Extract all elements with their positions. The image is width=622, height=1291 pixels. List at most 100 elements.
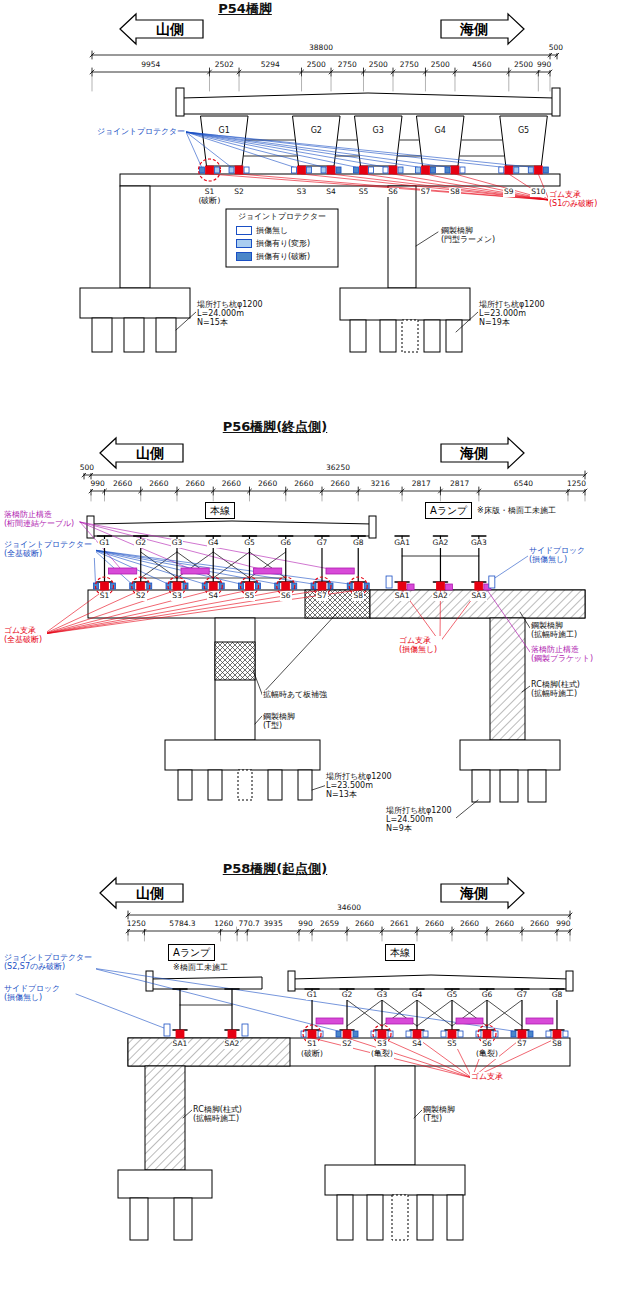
girder-label: G4 [207, 539, 220, 548]
dimension-tick [423, 70, 427, 74]
arrow-shape [100, 878, 183, 908]
extension-line [104, 495, 105, 501]
extension-line [321, 495, 322, 501]
joint-protector [307, 167, 312, 173]
dimension-tick [548, 70, 552, 74]
dimension-value: 500 [79, 464, 95, 473]
joint-protector [441, 1031, 446, 1037]
footing [325, 1165, 465, 1195]
extension-line [239, 76, 240, 91]
girder-flange [395, 535, 409, 537]
extension-line [585, 495, 586, 501]
extension-line [249, 495, 250, 501]
callout-text: ゴム支承 (全基破断) [3, 626, 47, 644]
girder-label: G3 [171, 539, 184, 548]
joint-protector [458, 1031, 463, 1037]
dimension-value: 1260 [213, 920, 234, 929]
pile-note: 場所打ち杭φ1200 L=24.000m N=15本 [196, 300, 267, 328]
leader-line [347, 1038, 472, 1078]
steel-bracket [445, 584, 452, 590]
extension-line [382, 935, 383, 941]
pile [392, 1195, 408, 1240]
dimension-value: 2660 [354, 920, 375, 929]
rubber-bearing [100, 582, 108, 590]
rubber-bearing [378, 1030, 386, 1038]
girder-label: G5 [243, 539, 256, 548]
dimension-tick [520, 929, 524, 933]
parapet [566, 971, 573, 991]
dimension-value: 2660 [148, 480, 169, 489]
dimension-tick [477, 489, 481, 493]
joint-protector [368, 167, 373, 173]
dimension-value: 2500 [430, 61, 451, 70]
dimension-value: 1250 [126, 920, 147, 929]
dimension-value: 2660 [293, 480, 314, 489]
girder-flange [480, 988, 494, 990]
arrow-shape [441, 878, 524, 908]
dimension-tick [450, 929, 454, 933]
cable-restrainer [386, 1018, 413, 1024]
bearing-label: S4 [411, 1040, 423, 1049]
leader-line [331, 174, 549, 200]
rc-column [145, 1066, 185, 1170]
girder-flange [410, 988, 424, 990]
rubber-bearing [308, 1030, 316, 1038]
callout-text: ジョイントプロテクター (S2,S7のみ破断) [3, 953, 96, 971]
legend-box [226, 209, 338, 267]
extension-line [285, 495, 286, 501]
pile [424, 320, 440, 352]
cable-restrainer [108, 568, 136, 574]
leader-line [455, 174, 549, 200]
callout-text: サイドブロック (損傷無し) [3, 984, 64, 1002]
legend-text: 損傷有り(変形) [256, 239, 310, 248]
node-text: 本線 [390, 947, 410, 958]
damage-note: (亀裂) [370, 1050, 394, 1059]
girder-label: G7 [516, 991, 529, 1000]
girder-label: G1 [306, 991, 319, 1000]
leader-line [253, 670, 262, 694]
dimension-tick [300, 70, 304, 74]
footing [340, 288, 470, 320]
leader-line [509, 174, 549, 200]
dimension-line [128, 931, 570, 932]
dimension-tick [219, 929, 223, 933]
extension-line [538, 76, 539, 91]
extension-line [393, 76, 394, 91]
joint-protector [546, 1031, 551, 1037]
joint-protector [415, 167, 420, 173]
dimension-tick [235, 929, 239, 933]
dimension-tick [566, 489, 570, 493]
direction-arrow: 海側 [440, 438, 524, 468]
extension-line [570, 935, 571, 941]
dimension-value: 2500 [513, 61, 534, 70]
girder-label: G1 [98, 539, 111, 548]
dimension-value: 990 [536, 61, 552, 70]
dimension-tick [207, 70, 211, 74]
deck-label-box: Aランプ [168, 944, 215, 961]
girder-flange [134, 535, 148, 537]
pile [268, 770, 282, 800]
dimension-value: 34600 [336, 904, 362, 913]
leader-line [239, 174, 549, 200]
dimension-tick [297, 929, 301, 933]
leader-line [456, 800, 478, 818]
box-girder [500, 116, 548, 166]
girder-flange [242, 535, 256, 537]
cross-frame [382, 1000, 417, 1026]
arrow-shape [441, 438, 524, 468]
girder-label: GA2 [432, 539, 450, 548]
leader-line [76, 994, 164, 1028]
girder-label: G2 [134, 539, 147, 548]
leader-line [176, 312, 196, 330]
direction-arrow: 山側 [120, 14, 204, 44]
callout-text: RC橋脚(柱式) (拡幅時施工) [192, 1105, 246, 1123]
girder-label: G2 [341, 991, 354, 1000]
extension-line [140, 495, 141, 501]
leader-line [520, 612, 530, 628]
pile [447, 1195, 463, 1240]
leader-line [414, 1110, 422, 1118]
dimension-value: 2660 [112, 480, 133, 489]
dimension-tick [82, 473, 86, 477]
leader-line [209, 174, 549, 200]
